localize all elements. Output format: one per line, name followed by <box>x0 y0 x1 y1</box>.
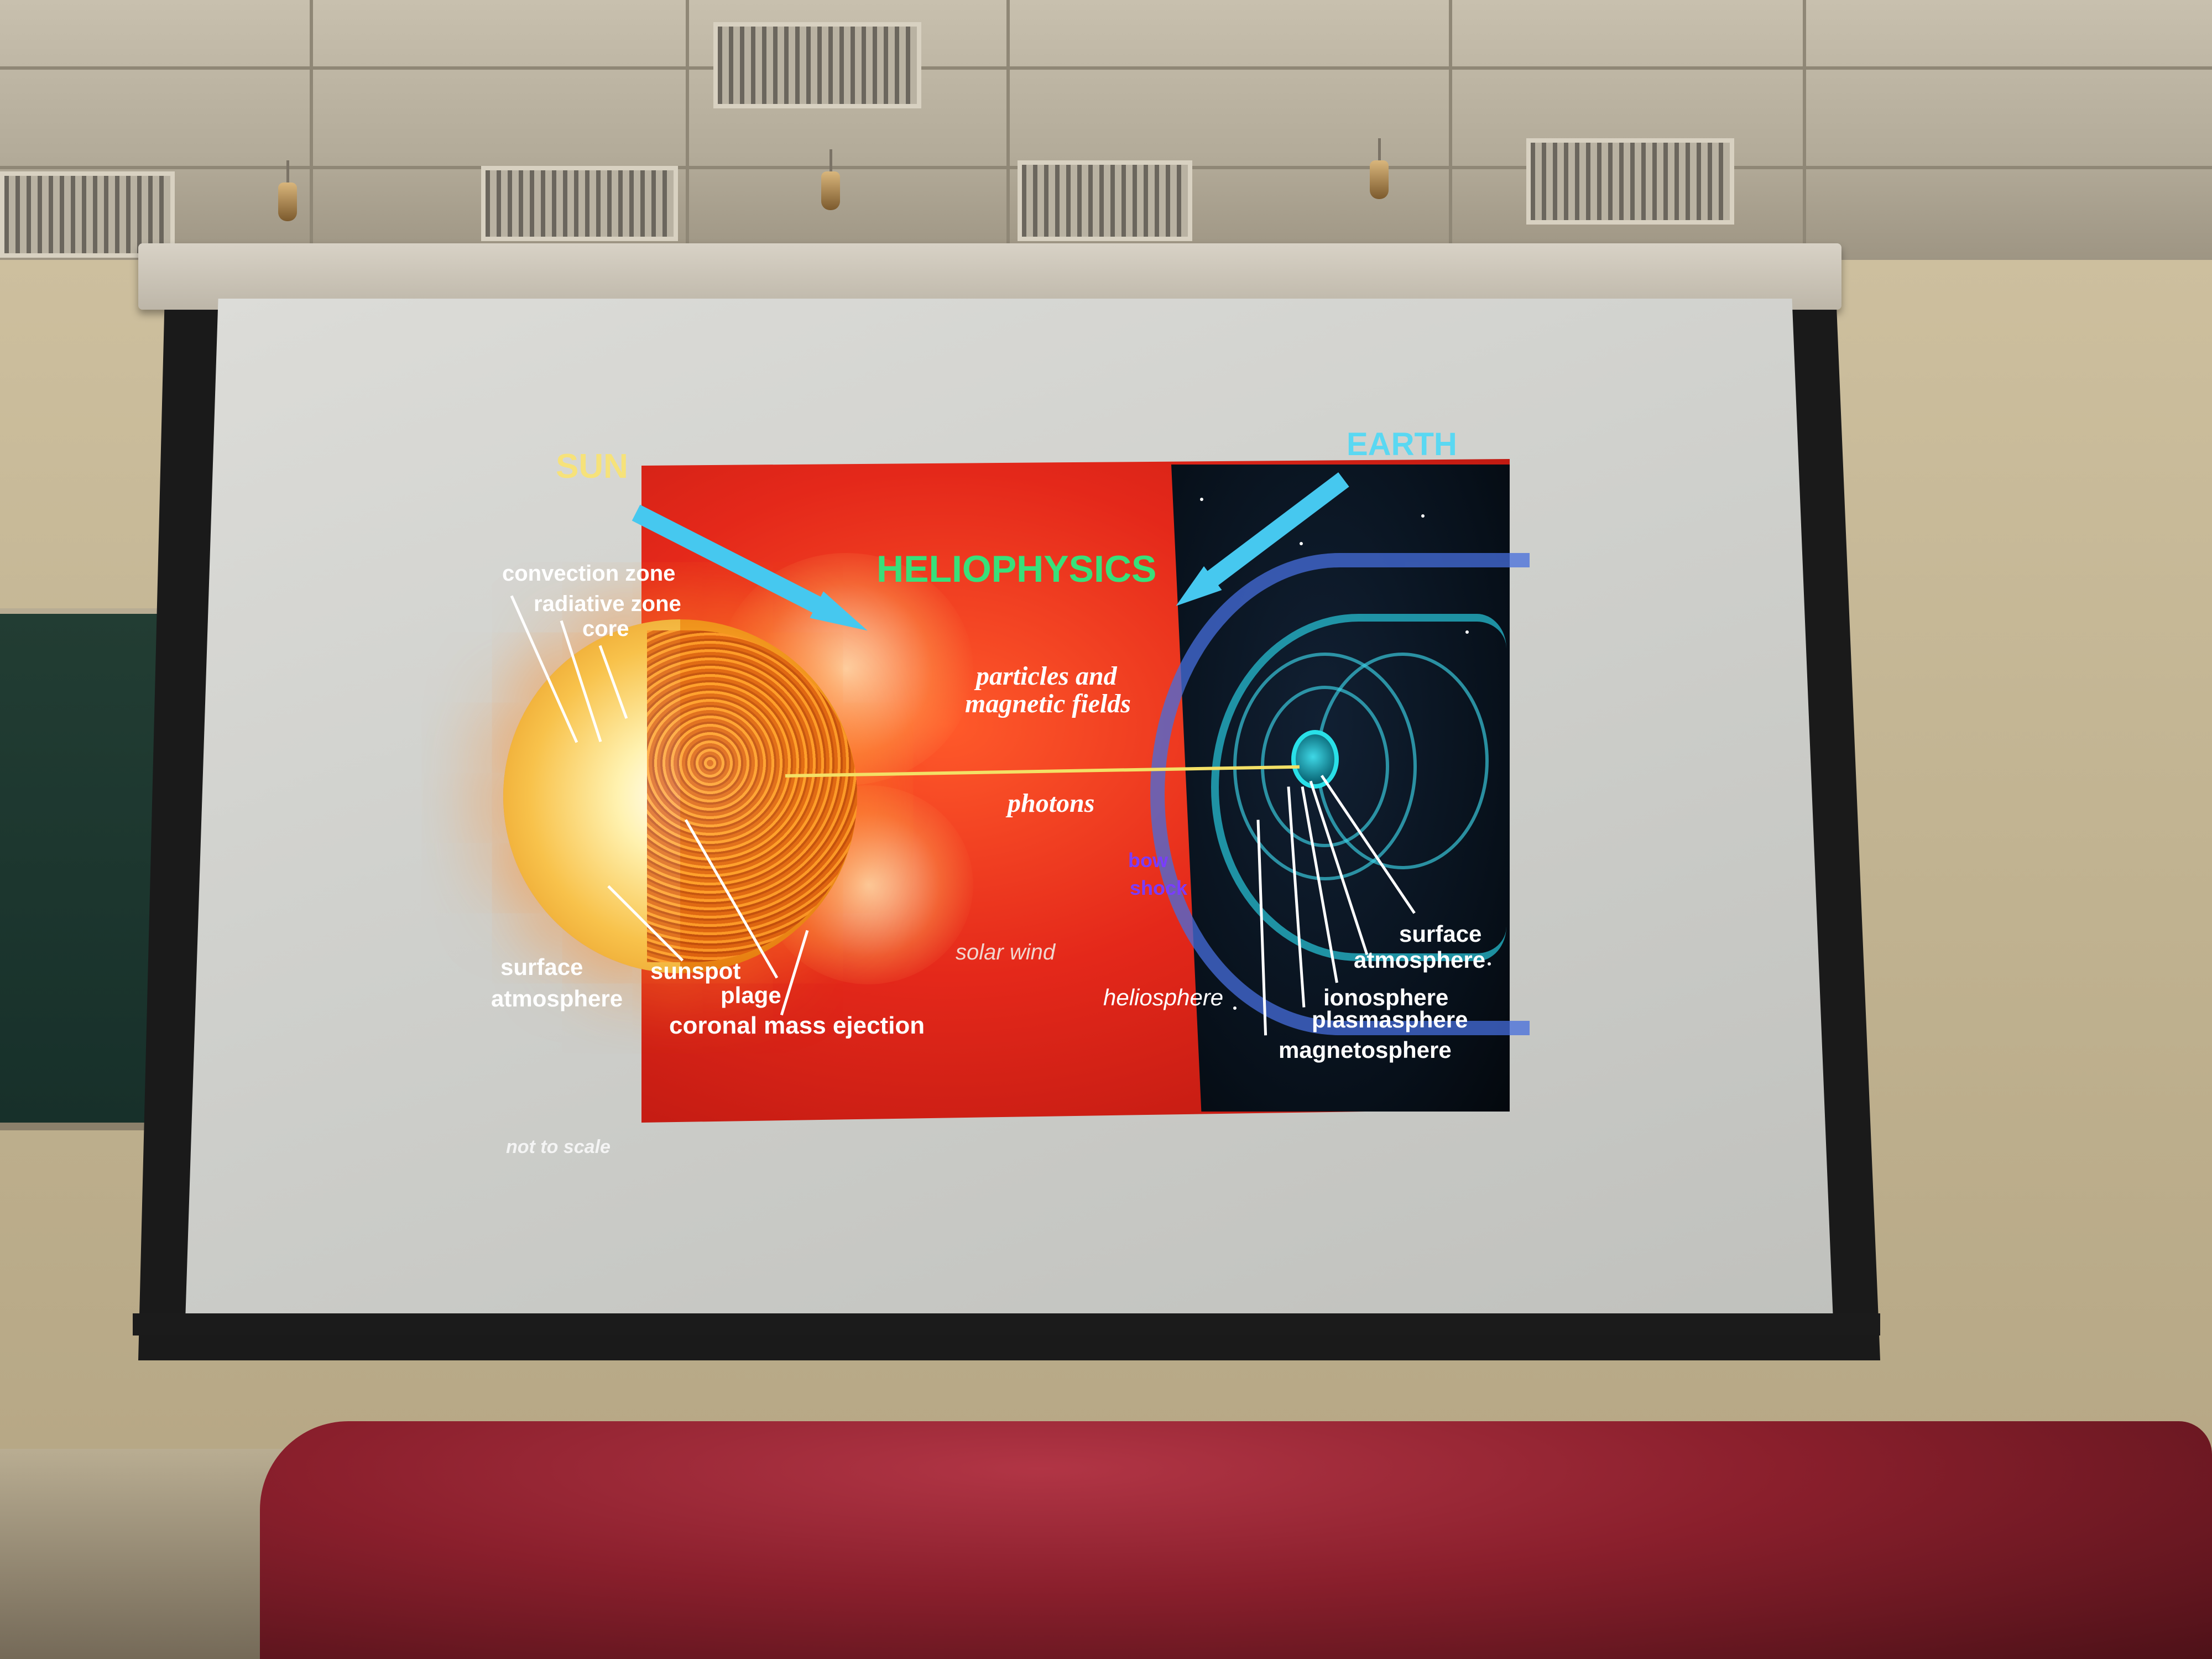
magnetic-field-line <box>1316 653 1489 869</box>
label-radiative-zone: radiative zone <box>534 592 681 616</box>
ceiling <box>0 0 2212 260</box>
label-sun-atmosphere: atmosphere <box>491 985 623 1011</box>
star <box>1300 542 1303 545</box>
lamp-stem <box>1378 138 1381 160</box>
earth <box>1291 730 1339 789</box>
label-ionosphere: ionosphere <box>1323 984 1449 1010</box>
star <box>1421 514 1425 518</box>
ceiling-lamp <box>1370 160 1389 199</box>
ceiling-grid-line <box>0 66 2212 70</box>
ceiling-grid-line <box>686 0 689 260</box>
label-photons: photons <box>1008 789 1095 818</box>
air-vent <box>1526 138 1734 225</box>
label-plasmasphere: plasmasphere <box>1312 1006 1468 1032</box>
label-coronal-mass-ejection: coronal mass ejection <box>669 1012 925 1039</box>
label-bow-line2: shock <box>1130 877 1188 899</box>
ceiling-grid-line <box>1803 0 1806 260</box>
heliophysics-title: HELIOPHYSICS <box>877 548 1157 590</box>
air-vent <box>481 166 678 241</box>
air-vent <box>1018 160 1192 241</box>
ceiling-grid-line <box>1449 0 1452 260</box>
label-convection-zone: convection zone <box>502 561 676 586</box>
screen-bottom-bar <box>133 1313 1880 1335</box>
label-particles-line1: particles and <box>976 661 1117 691</box>
air-vent <box>713 22 921 108</box>
sun-label: SUN <box>556 447 628 486</box>
label-heliosphere: heliosphere <box>1103 984 1224 1010</box>
star <box>1200 498 1203 501</box>
label-earth-atmosphere: atmosphere <box>1354 947 1486 973</box>
label-plage: plage <box>721 982 781 1008</box>
label-sun-surface: surface <box>500 954 583 980</box>
star <box>1233 1006 1237 1010</box>
red-seat-back <box>260 1421 2212 1659</box>
label-earth-surface: surface <box>1399 921 1482 947</box>
lamp-stem <box>830 149 832 171</box>
ceiling-grid-line <box>310 0 313 260</box>
label-bow-line1: bow <box>1128 849 1168 872</box>
label-particles-line2: magnetic fields <box>965 689 1131 718</box>
star <box>1366 1045 1369 1048</box>
label-not-to-scale: not to scale <box>506 1136 611 1157</box>
ceiling-grid-line <box>1006 0 1010 260</box>
ceiling-lamp <box>821 171 840 210</box>
lamp-stem <box>286 160 289 182</box>
label-magnetosphere: magnetosphere <box>1279 1037 1452 1063</box>
label-core: core <box>582 617 629 641</box>
earth-label: EARTH <box>1347 426 1457 462</box>
label-sunspot: sunspot <box>650 958 741 984</box>
label-solar-wind: solar wind <box>956 940 1056 964</box>
ceiling-lamp <box>278 182 297 221</box>
